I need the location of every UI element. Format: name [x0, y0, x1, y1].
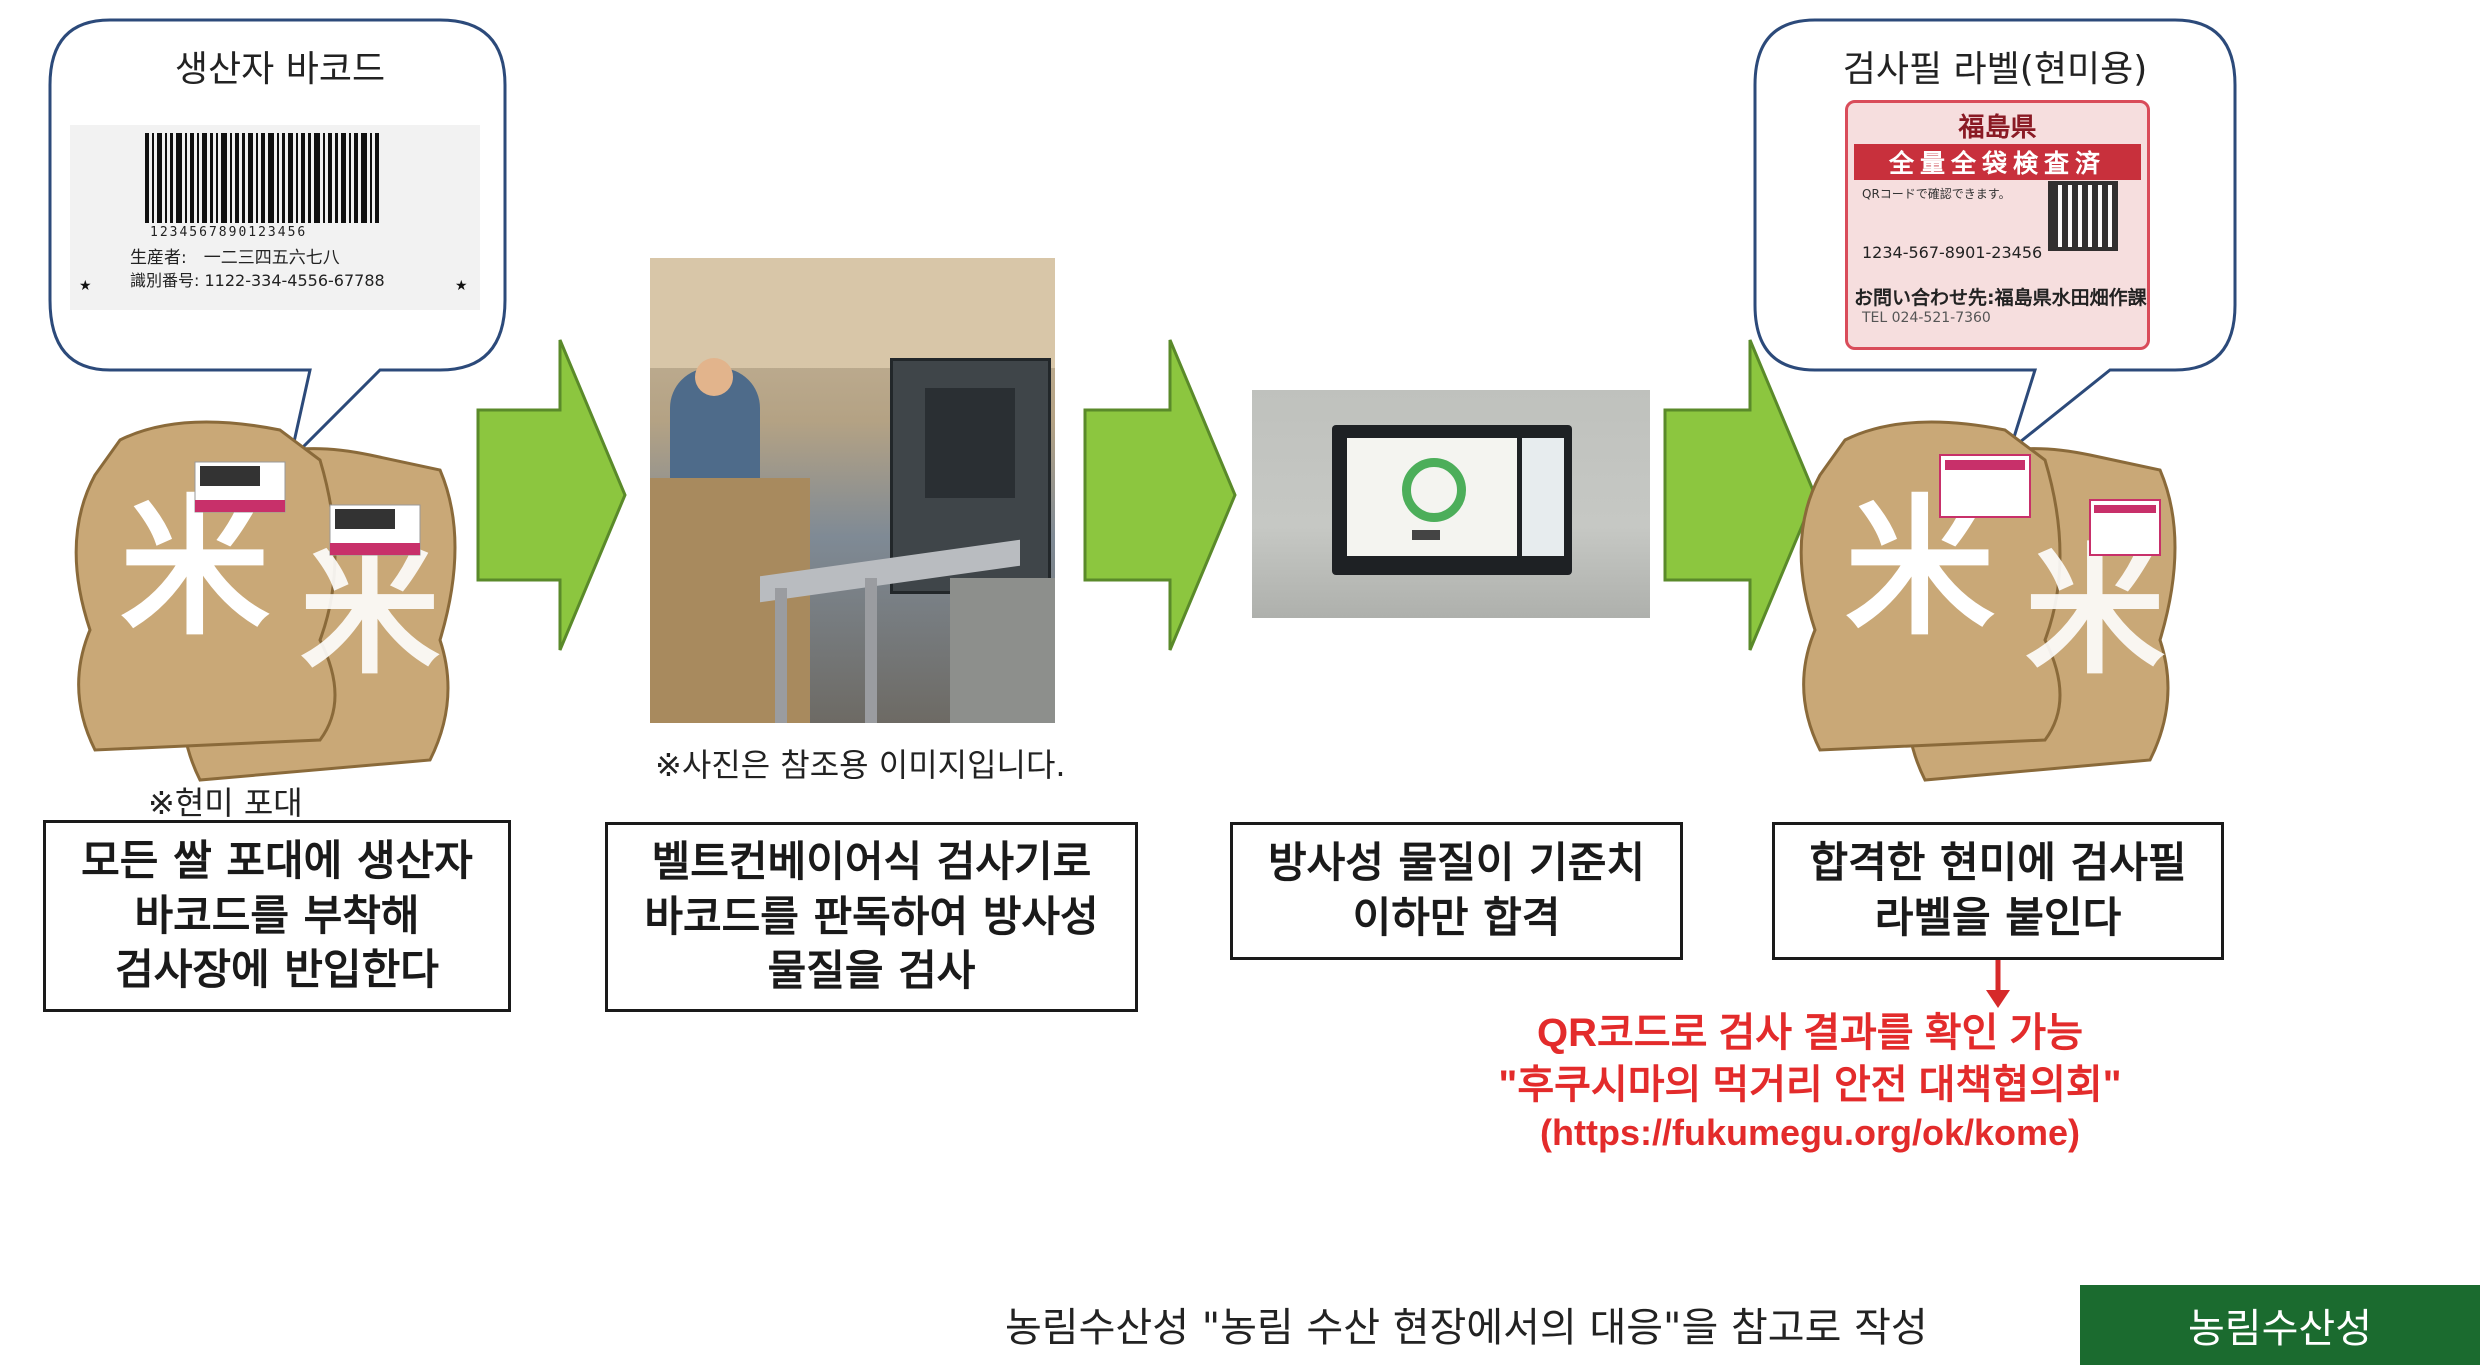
barcode-producer: 生産者: 一二三四五六七八: [130, 243, 340, 268]
step-box-3: 방사성 물질이 기준치 이하만 합격: [1230, 822, 1683, 960]
label-qr-note: QRコードで確認できます。: [1862, 185, 2011, 202]
photo-inspection-monitor: [1252, 390, 1650, 618]
label-prefecture: 福島県: [1848, 107, 2147, 144]
label-tel: TEL 024-521-7360: [1862, 310, 1991, 326]
bag-note: ※현미 포대: [148, 778, 303, 824]
down-arrow-red: [1986, 958, 2010, 1008]
photo-note: ※사진은 참조용 이미지입니다.: [655, 740, 1066, 786]
rice-bags-right: 米 米: [1801, 422, 2175, 780]
label-contact: お問い合わせ先:福島県水田畑作課: [1854, 283, 2147, 310]
arrow-1: [478, 340, 625, 650]
label-banner: 全量全袋検査済: [1854, 144, 2141, 180]
source-note: 농림수산성 "농림 수산 현장에서의 대응"을 참고로 작성: [1005, 1295, 1928, 1353]
barcode-digits: 1234567890123456: [150, 225, 307, 240]
star-icon: ★: [79, 278, 92, 294]
barcode-id: 識別番号: 1122-334-4556-67788: [130, 267, 385, 291]
rice-bags-left: 米 米: [76, 422, 455, 780]
inspection-label-image: 福島県 全量全袋検査済 QRコードで確認できます。 1234-567-8901-…: [1845, 100, 2150, 350]
qr-info-line1: QR코드로 검사 결과를 확인 가능: [1440, 1008, 2180, 1058]
barcode-image: ★ ★ 1234567890123456 生産者: 一二三四五六七八 識別番号:…: [70, 125, 480, 310]
label-id-number: 1234-567-8901-23456: [1862, 243, 2042, 262]
ministry-badge: 농림수산성: [2080, 1285, 2480, 1365]
photo-conveyor-inspection: [650, 258, 1055, 723]
label-bubble-title: 검사필 라벨(현미용): [1790, 40, 2200, 92]
arrow-3: [1665, 340, 1815, 650]
pass-ring-icon: [1402, 458, 1466, 522]
qr-info-line2: "후쿠시마의 먹거리 안전 대책협의회": [1440, 1060, 2180, 1110]
star-icon: ★: [455, 278, 468, 294]
step-box-2: 벨트컨베이어식 검사기로 바코드를 판독하여 방사성 물질을 검사: [605, 822, 1138, 1012]
barcode-bubble-title: 생산자 바코드: [130, 40, 430, 92]
step-box-1: 모든 쌀 포대에 생산자 바코드를 부착해 검사장에 반입한다: [43, 820, 511, 1012]
qr-info-line3: (https://fukumegu.org/ok/kome): [1440, 1110, 2180, 1155]
arrow-2: [1085, 340, 1235, 650]
step-box-4: 합격한 현미에 검사필 라벨을 붙인다: [1772, 822, 2224, 960]
qr-code-icon: [2048, 181, 2118, 251]
